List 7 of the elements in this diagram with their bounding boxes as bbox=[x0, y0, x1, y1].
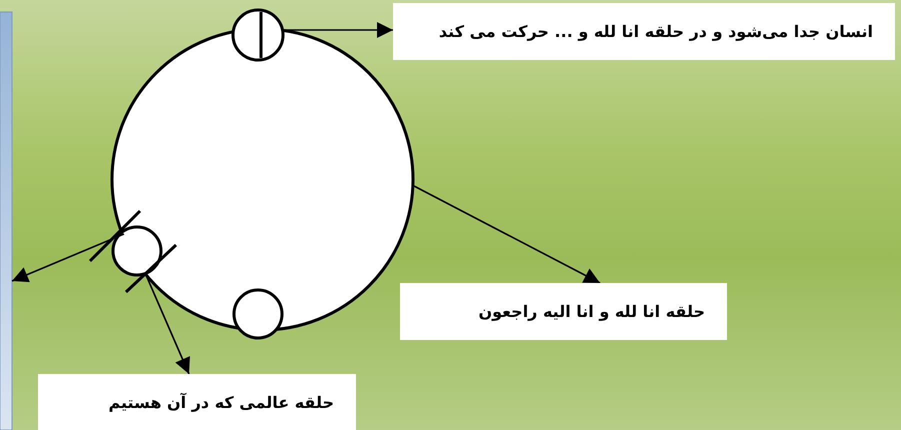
arrow bbox=[12, 233, 124, 282]
text-box: حلقه عالمی که در آن هستیم bbox=[38, 374, 356, 430]
text-box: انسان جدا می‌شود و در حلقه انا لله و ... حرکت می کند bbox=[393, 3, 895, 60]
arrow bbox=[145, 274, 190, 374]
arrow bbox=[414, 185, 600, 284]
text-box: حلقه انا لله و انا الیه راجعون bbox=[400, 283, 727, 340]
arrow bbox=[285, 22, 393, 38]
